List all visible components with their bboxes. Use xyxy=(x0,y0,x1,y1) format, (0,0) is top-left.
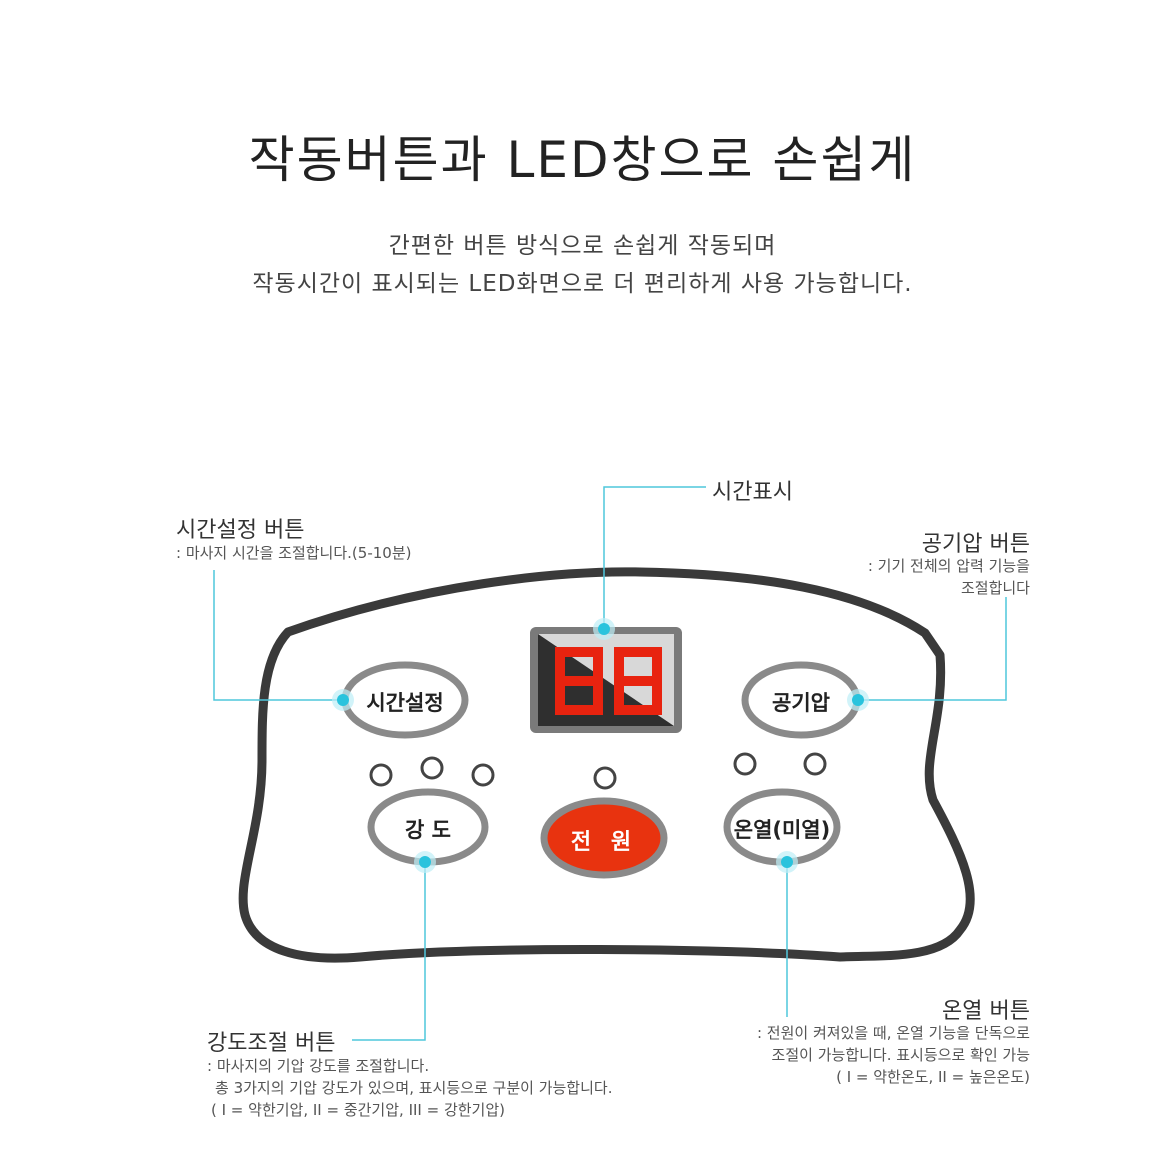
intensity-annotation-desc-3: ( I = 약한기압, II = 중간기압, III = 강한기압) xyxy=(211,1101,506,1119)
power-indicator xyxy=(593,766,617,790)
leader-lines xyxy=(213,486,1007,1041)
heat-annotation-desc-2: 조절이 가능합니다. 표시등으로 확인 가능 xyxy=(771,1046,1030,1064)
indicator-light xyxy=(733,752,757,776)
indicator-light xyxy=(471,763,495,787)
intensity-annotation-desc-2: 총 3가지의 기압 강도가 있으며, 표시등으로 구분이 가능합니다. xyxy=(215,1079,613,1097)
led-segment xyxy=(593,647,603,681)
led-segment xyxy=(614,647,662,657)
leader-time-display xyxy=(603,486,706,629)
led-segment xyxy=(555,676,603,686)
time-display-annotation: 시간표시 xyxy=(712,480,793,505)
indicator-light xyxy=(369,763,393,787)
heat-label: 온열(미열) xyxy=(733,818,831,842)
heat-annotation-desc-1: : 전원이 켜져있을 때, 온열 기능을 단독으로 xyxy=(756,1024,1030,1042)
subtitle-line-1: 간편한 버튼 방식으로 손쉽게 작동되며 xyxy=(388,233,777,259)
page-title: 작동버튼과 LED창으로 손쉽게 xyxy=(248,131,917,189)
led-segment xyxy=(593,681,603,715)
power-label: 전 원 xyxy=(570,830,638,855)
subtitle-line-2: 작동시간이 표시되는 LED화면으로 더 편리하게 사용 가능합니다. xyxy=(252,271,913,297)
leader-air-pressure xyxy=(858,597,1007,701)
led-segment xyxy=(555,647,603,657)
time-set-annotation-title: 시간설정 버튼 xyxy=(176,518,305,543)
leader-intensity xyxy=(352,862,426,1041)
intensity-label: 강 도 xyxy=(405,818,451,842)
led-segment xyxy=(555,681,565,715)
air-pressure-label: 공기압 xyxy=(772,691,830,715)
power-button[interactable] xyxy=(540,797,668,879)
heat-annotation-desc-3: ( I = 약한온도, II = 높은온도) xyxy=(836,1068,1030,1086)
led-segment xyxy=(614,681,624,715)
air-pressure-annotation-desc-2: 조절합니다 xyxy=(960,579,1030,597)
time-set-label: 시간설정 xyxy=(366,691,444,715)
time-set-annotation-desc: : 마사지 시간을 조절합니다.(5-10분) xyxy=(176,544,412,562)
intensity-annotation-title: 강도조절 버튼 xyxy=(207,1031,336,1056)
led-segment xyxy=(555,647,565,681)
led-segment xyxy=(652,681,662,715)
heat-indicators xyxy=(733,752,827,776)
intensity-indicators xyxy=(369,756,495,787)
led-segment xyxy=(652,647,662,681)
leader-time-set xyxy=(213,570,343,701)
air-pressure-annotation-desc-1: : 기기 전체의 압력 기능을 xyxy=(867,557,1030,575)
air-pressure-annotation-title: 공기압 버튼 xyxy=(921,532,1030,557)
indicator-light xyxy=(803,752,827,776)
led-segment xyxy=(614,705,662,715)
led-digits xyxy=(555,647,662,715)
heat-annotation-title: 온열 버튼 xyxy=(942,999,1030,1024)
intensity-annotation-desc-1: : 마사지의 기압 강도를 조절합니다. xyxy=(207,1057,430,1075)
led-segment xyxy=(555,705,603,715)
led-segment xyxy=(614,647,624,681)
connector-dots xyxy=(332,618,869,873)
led-segment xyxy=(614,676,662,686)
control-panel-outline xyxy=(238,567,975,963)
indicator-light xyxy=(420,756,444,780)
